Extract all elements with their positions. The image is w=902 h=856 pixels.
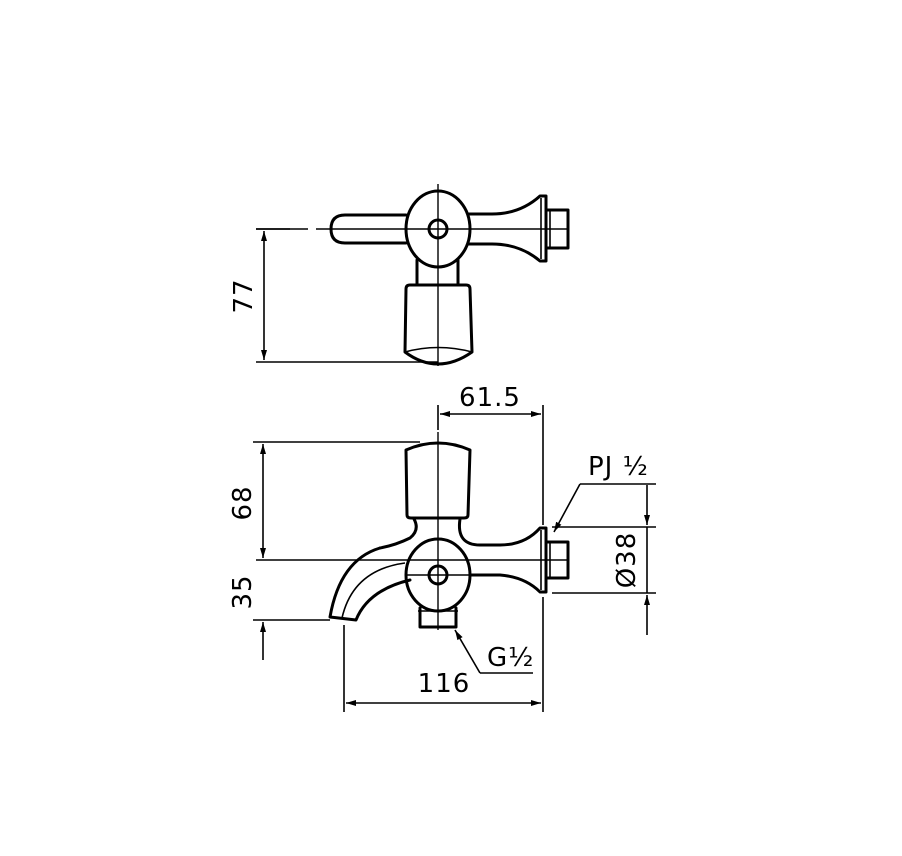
front-view: 61.5 68 35 116 Ø38 PJ ½ G½	[228, 383, 656, 712]
spindle-cap	[427, 564, 449, 586]
lever-handle	[329, 213, 408, 245]
dim-label-116: 116	[418, 669, 471, 699]
leader-pj-half	[553, 483, 581, 533]
inlet-nut	[544, 208, 570, 250]
outlet-nut	[418, 606, 458, 629]
dim-label-77: 77	[229, 278, 259, 313]
inlet-nut-front	[544, 540, 570, 580]
spindle-hole	[427, 218, 449, 240]
valve-body-disc	[404, 189, 472, 269]
dim-label-61-5: 61.5	[459, 383, 521, 413]
handle-knob	[404, 441, 472, 520]
dim-label-35: 35	[228, 574, 258, 609]
flared-neck	[467, 194, 548, 263]
callout-label-pj-half: PJ ½	[588, 452, 649, 482]
callout-label-g-half: G½	[487, 643, 534, 673]
top-view: 77	[229, 184, 570, 366]
dim-label-68: 68	[228, 485, 258, 520]
top-handle-knob	[403, 283, 474, 366]
wall-arm	[468, 526, 548, 594]
spout	[328, 546, 412, 622]
leader-g-half	[454, 629, 481, 674]
dim-label-diameter-38: Ø38	[612, 532, 642, 589]
